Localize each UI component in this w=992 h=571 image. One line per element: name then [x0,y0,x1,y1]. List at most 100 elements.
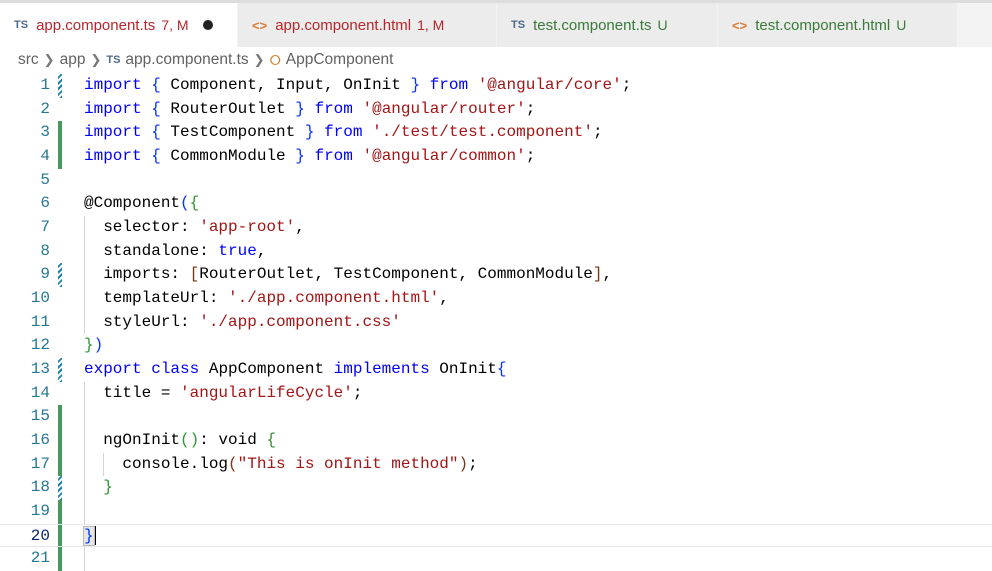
code-line[interactable]: 21 [0,547,992,571]
class-symbol-icon: ⭘ [269,51,281,68]
token: , [256,241,267,260]
breadcrumb-item-symbol[interactable]: AppComponent [285,51,394,68]
git-added-indicator[interactable] [58,452,62,477]
code-line[interactable]: 17 console.log("This is onInit method"); [0,452,992,477]
git-added-indicator[interactable] [58,524,62,547]
git-added-indicator[interactable] [58,121,62,146]
indent-guide [103,452,105,477]
token: } [304,123,315,142]
token: "This is onInit method" [237,454,459,473]
line-number: 8 [40,241,50,260]
line-number: 1 [40,76,50,94]
code-line[interactable]: 16 ngOnInit(): void { [0,429,992,453]
token: ) [93,336,104,355]
git-added-indicator[interactable] [58,145,62,169]
git-added-indicator[interactable] [58,405,62,430]
token: './test/test.component' [372,123,593,142]
token: } [84,336,94,355]
code-line[interactable]: 8 standalone: true, [0,239,992,264]
code-text: templateUrl: './app.component.html', [84,287,449,311]
token: ngOnInit [84,431,181,450]
code-line[interactable]: 11 styleUrl: './app.component.css' [0,310,992,335]
token: ] [592,265,603,284]
token: './app.component.html' [228,289,440,308]
token: '@angular/core' [477,76,622,94]
token: '@angular/router' [362,99,526,118]
indent-guide [84,287,85,311]
git-modified-indicator[interactable] [58,74,62,98]
code-text: import { TestComponent } from './test/te… [84,121,603,145]
code-line[interactable]: 18 } [0,476,992,501]
html-file-icon: <> [732,17,748,33]
git-added-indicator[interactable] [58,429,62,453]
token: RouterOutlet, TestComponent, CommonModul… [199,265,593,284]
token: import [84,147,142,166]
code-text: } [83,525,96,549]
tab-label: app.component.html [275,16,412,34]
indent-guide [84,405,85,430]
breadcrumb-item-app[interactable]: app [59,51,86,68]
indent-guide [84,452,85,477]
token [142,360,152,378]
indent-guide [84,476,85,501]
token: { [189,194,200,213]
code-line[interactable]: 6@Component({ [0,192,992,216]
code-line[interactable]: 7 selector: 'app-root', [0,216,992,240]
git-modified-indicator[interactable] [58,263,62,288]
token: Component, Input, OnInit [160,76,411,94]
chevron-right-icon: ❯ [43,52,55,67]
line-number: 7 [40,218,50,237]
git-added-indicator[interactable] [58,500,62,524]
code-line[interactable]: 20} [0,523,992,549]
breadcrumb-item-file[interactable]: app.component.ts [125,51,249,68]
code-line[interactable]: 19 [0,500,992,524]
code-text: styleUrl: './app.component.css' [84,311,401,335]
indent-guide [84,429,85,453]
code-line[interactable]: 15 [0,405,992,430]
token: { [151,76,161,94]
token: '@angular/common' [362,147,526,166]
token: ; [621,76,632,94]
token: } [410,76,421,94]
code-text: import { CommonModule } from '@angular/c… [84,145,535,169]
line-number: 12 [30,336,50,355]
line-number: 6 [40,194,50,213]
code-line[interactable]: 5 [0,169,992,193]
git-added-indicator[interactable] [58,547,62,571]
token: './app.component.css' [199,312,401,331]
unsaved-dot-icon[interactable] [202,20,213,30]
line-number: 2 [40,99,50,118]
token: imports: [84,265,190,284]
token: templateUrl: [84,289,229,308]
indent-guide [84,216,85,240]
chevron-right-icon: ❯ [253,52,265,67]
git-modified-indicator[interactable] [58,476,62,501]
breadcrumb-item-src[interactable]: src [18,51,39,68]
git-modified-indicator[interactable] [58,358,62,382]
token [84,478,103,496]
code-text: title = 'angularLifeCycle'; [84,382,362,406]
code-line[interactable]: 12}) [0,334,992,358]
code-line[interactable]: 14 title = 'angularLifeCycle'; [0,381,992,406]
code-line[interactable]: 10 templateUrl: './app.component.html', [0,287,992,311]
line-number: 5 [40,170,50,189]
code-text: selector: 'app-root', [84,216,305,240]
token [142,147,152,165]
token: , [439,289,449,308]
tab-label: test.component.html [755,16,891,34]
code-line[interactable]: 9 imports: [RouterOutlet, TestComponent,… [0,263,992,288]
indent-guide [84,381,85,406]
code-text: ngOnInit(): void { [84,429,276,453]
tab-git-status: 7, M [161,17,189,33]
code-text: }) [84,334,103,358]
